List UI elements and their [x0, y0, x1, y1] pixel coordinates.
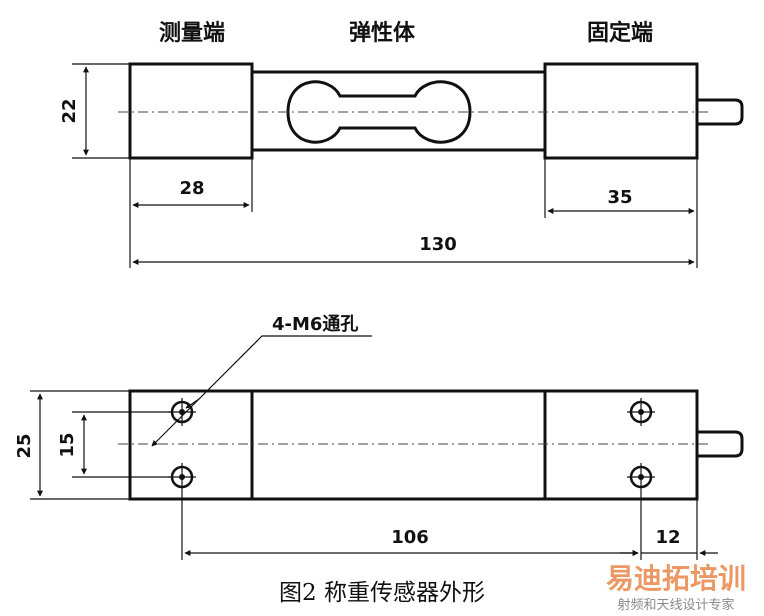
watermark: 易迪拓培训 射频和天线设计专家 [606, 562, 746, 613]
fixed-end-block [543, 62, 699, 160]
hole-callout-leader [151, 335, 372, 447]
mount-hole [627, 463, 655, 491]
dim-hole-offset-text: 12 [655, 527, 680, 548]
watermark-tagline: 射频和天线设计专家 [617, 597, 734, 613]
dim-measure-text: 28 [179, 178, 204, 199]
dim-hole-spacing-text: 15 [57, 432, 78, 457]
dim-total-text: 130 [419, 234, 457, 255]
measure-end-block [128, 62, 254, 160]
watermark-brand: 易迪拓培训 [606, 562, 746, 595]
mount-hole [168, 398, 196, 426]
hole-callout-text: 4-M6通孔 [272, 314, 358, 335]
dim-width-text: 25 [14, 433, 35, 458]
figure-caption: 图2 称重传感器外形 [279, 580, 485, 606]
dim-hole-pitch-text: 106 [391, 527, 429, 548]
dim-height-text: 22 [59, 98, 80, 123]
dumbbell-hole [286, 80, 472, 144]
shaft-top-view [697, 98, 744, 126]
label-measure-end: 测量端 [159, 21, 225, 46]
bottom-body [128, 389, 699, 501]
label-elastic-body: 弹性体 [349, 21, 416, 46]
mount-hole [168, 463, 196, 491]
top-view: 测量端 弹性体 固定端 22 28 35 130 [59, 20, 744, 268]
hole-callout-arrow [185, 398, 200, 409]
bottom-view: 4-M6通孔 25 15 106 12 [14, 314, 744, 560]
shaft-bottom-view [697, 430, 744, 458]
mount-hole [627, 398, 655, 426]
label-fixed-end: 固定端 [587, 20, 653, 46]
dim-fixed-text: 35 [607, 187, 632, 208]
